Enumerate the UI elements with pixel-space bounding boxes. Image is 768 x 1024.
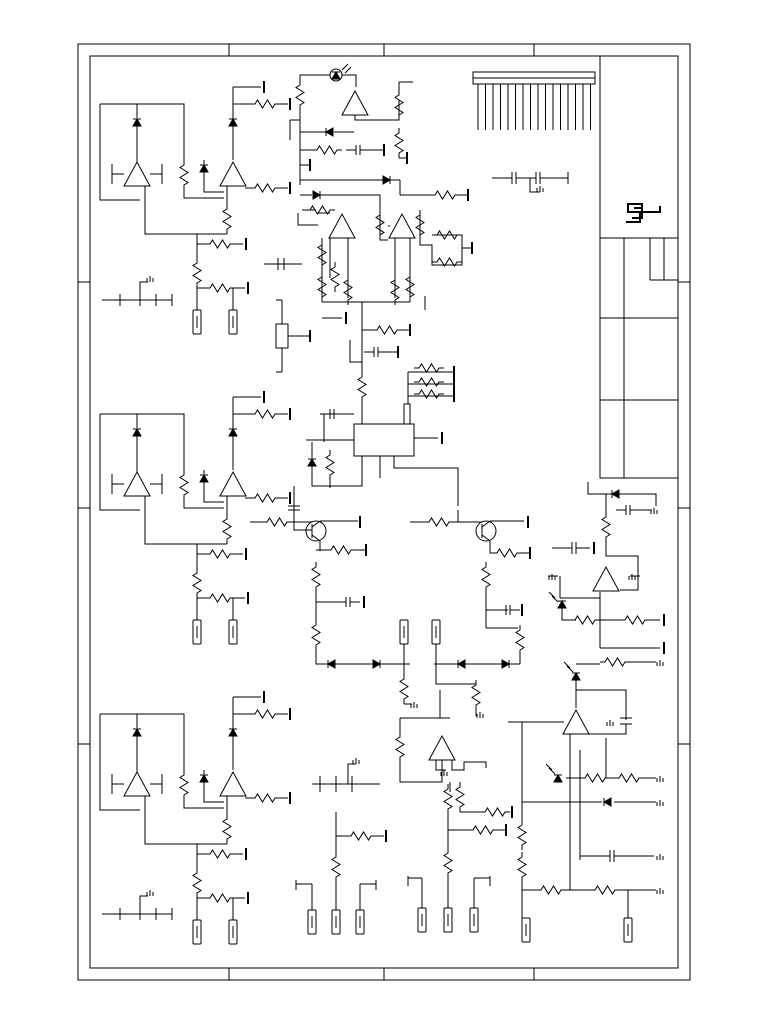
input-channel-1	[99, 80, 291, 335]
lower-center-buffer	[395, 690, 513, 933]
center-preamp-network	[275, 63, 473, 424]
input-channel-2	[99, 390, 291, 645]
input-channel-3	[99, 690, 291, 945]
title-block	[599, 56, 678, 479]
company-logo-mark	[626, 203, 661, 223]
channel-supply-strip	[102, 275, 173, 306]
supply-decoupling	[264, 258, 302, 270]
output-transistors	[250, 510, 531, 719]
header-connector	[472, 71, 596, 130]
drawing-frame	[77, 43, 691, 981]
input-channels	[99, 80, 302, 945]
power-amplifier-ic	[288, 363, 459, 511]
led-indicator-section	[508, 482, 665, 943]
channel-supply-strip	[102, 889, 173, 920]
lower-mid-network	[295, 757, 387, 935]
trim-potentiometer	[275, 323, 289, 349]
bias-cap-network	[492, 172, 569, 193]
